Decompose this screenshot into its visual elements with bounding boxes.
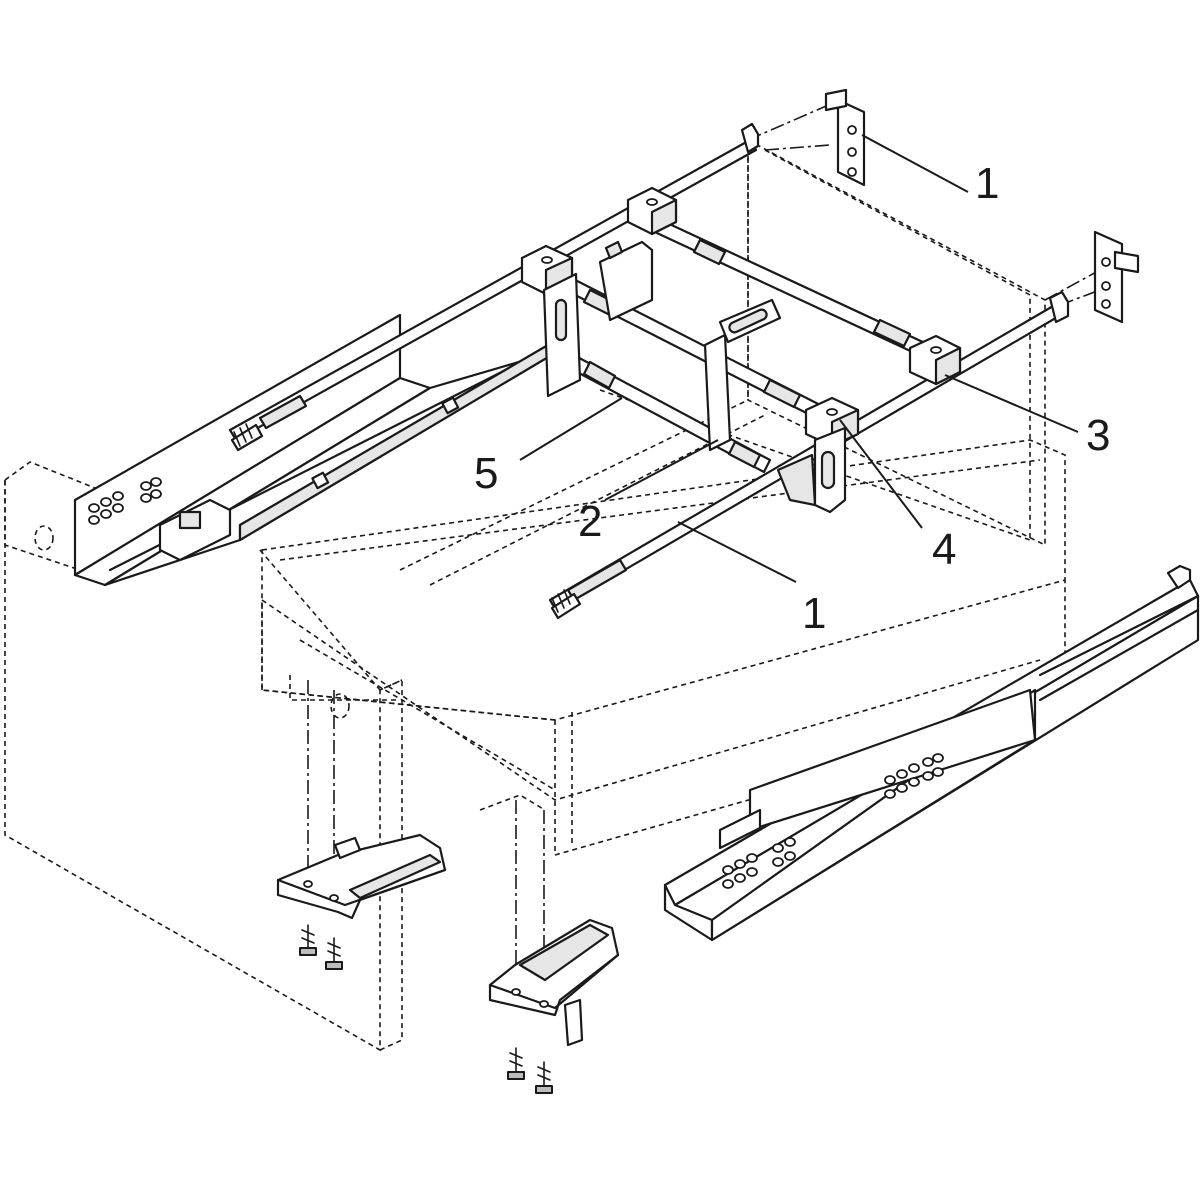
locking-device-left xyxy=(276,833,447,920)
callout-5-cross-rod: 5 xyxy=(474,449,499,498)
screw-icon xyxy=(507,1047,525,1080)
locking-device-right xyxy=(488,918,620,1047)
left-runner xyxy=(73,313,562,587)
screw-icon xyxy=(325,937,343,970)
runner-hole-pattern xyxy=(722,753,944,889)
guide-plate-center xyxy=(703,298,782,452)
guide-plate-right xyxy=(776,426,847,514)
threaded-end-icon xyxy=(551,589,571,613)
callout-3-connector: 3 xyxy=(1086,411,1111,460)
screw-icon xyxy=(299,924,317,956)
right-runner xyxy=(663,564,1200,942)
rod-connector-block xyxy=(626,186,678,236)
callout-2-guide: 2 xyxy=(578,497,603,546)
rear-bracket-right xyxy=(1093,230,1140,324)
rod-connector-block xyxy=(908,334,962,386)
guide-plate-left xyxy=(542,272,582,398)
rear-bracket-left xyxy=(824,88,866,187)
leader-lines xyxy=(519,134,1079,583)
stabilizer-rod-assembly xyxy=(228,122,1070,620)
threaded-end-icon xyxy=(233,423,253,447)
callout-4-connector: 4 xyxy=(932,525,957,574)
callout-1-side-rod: 1 xyxy=(802,589,827,638)
runner-hole-pattern xyxy=(88,477,162,525)
screw-icon xyxy=(535,1061,553,1094)
callout-1-rear-bracket: 1 xyxy=(975,159,1000,208)
